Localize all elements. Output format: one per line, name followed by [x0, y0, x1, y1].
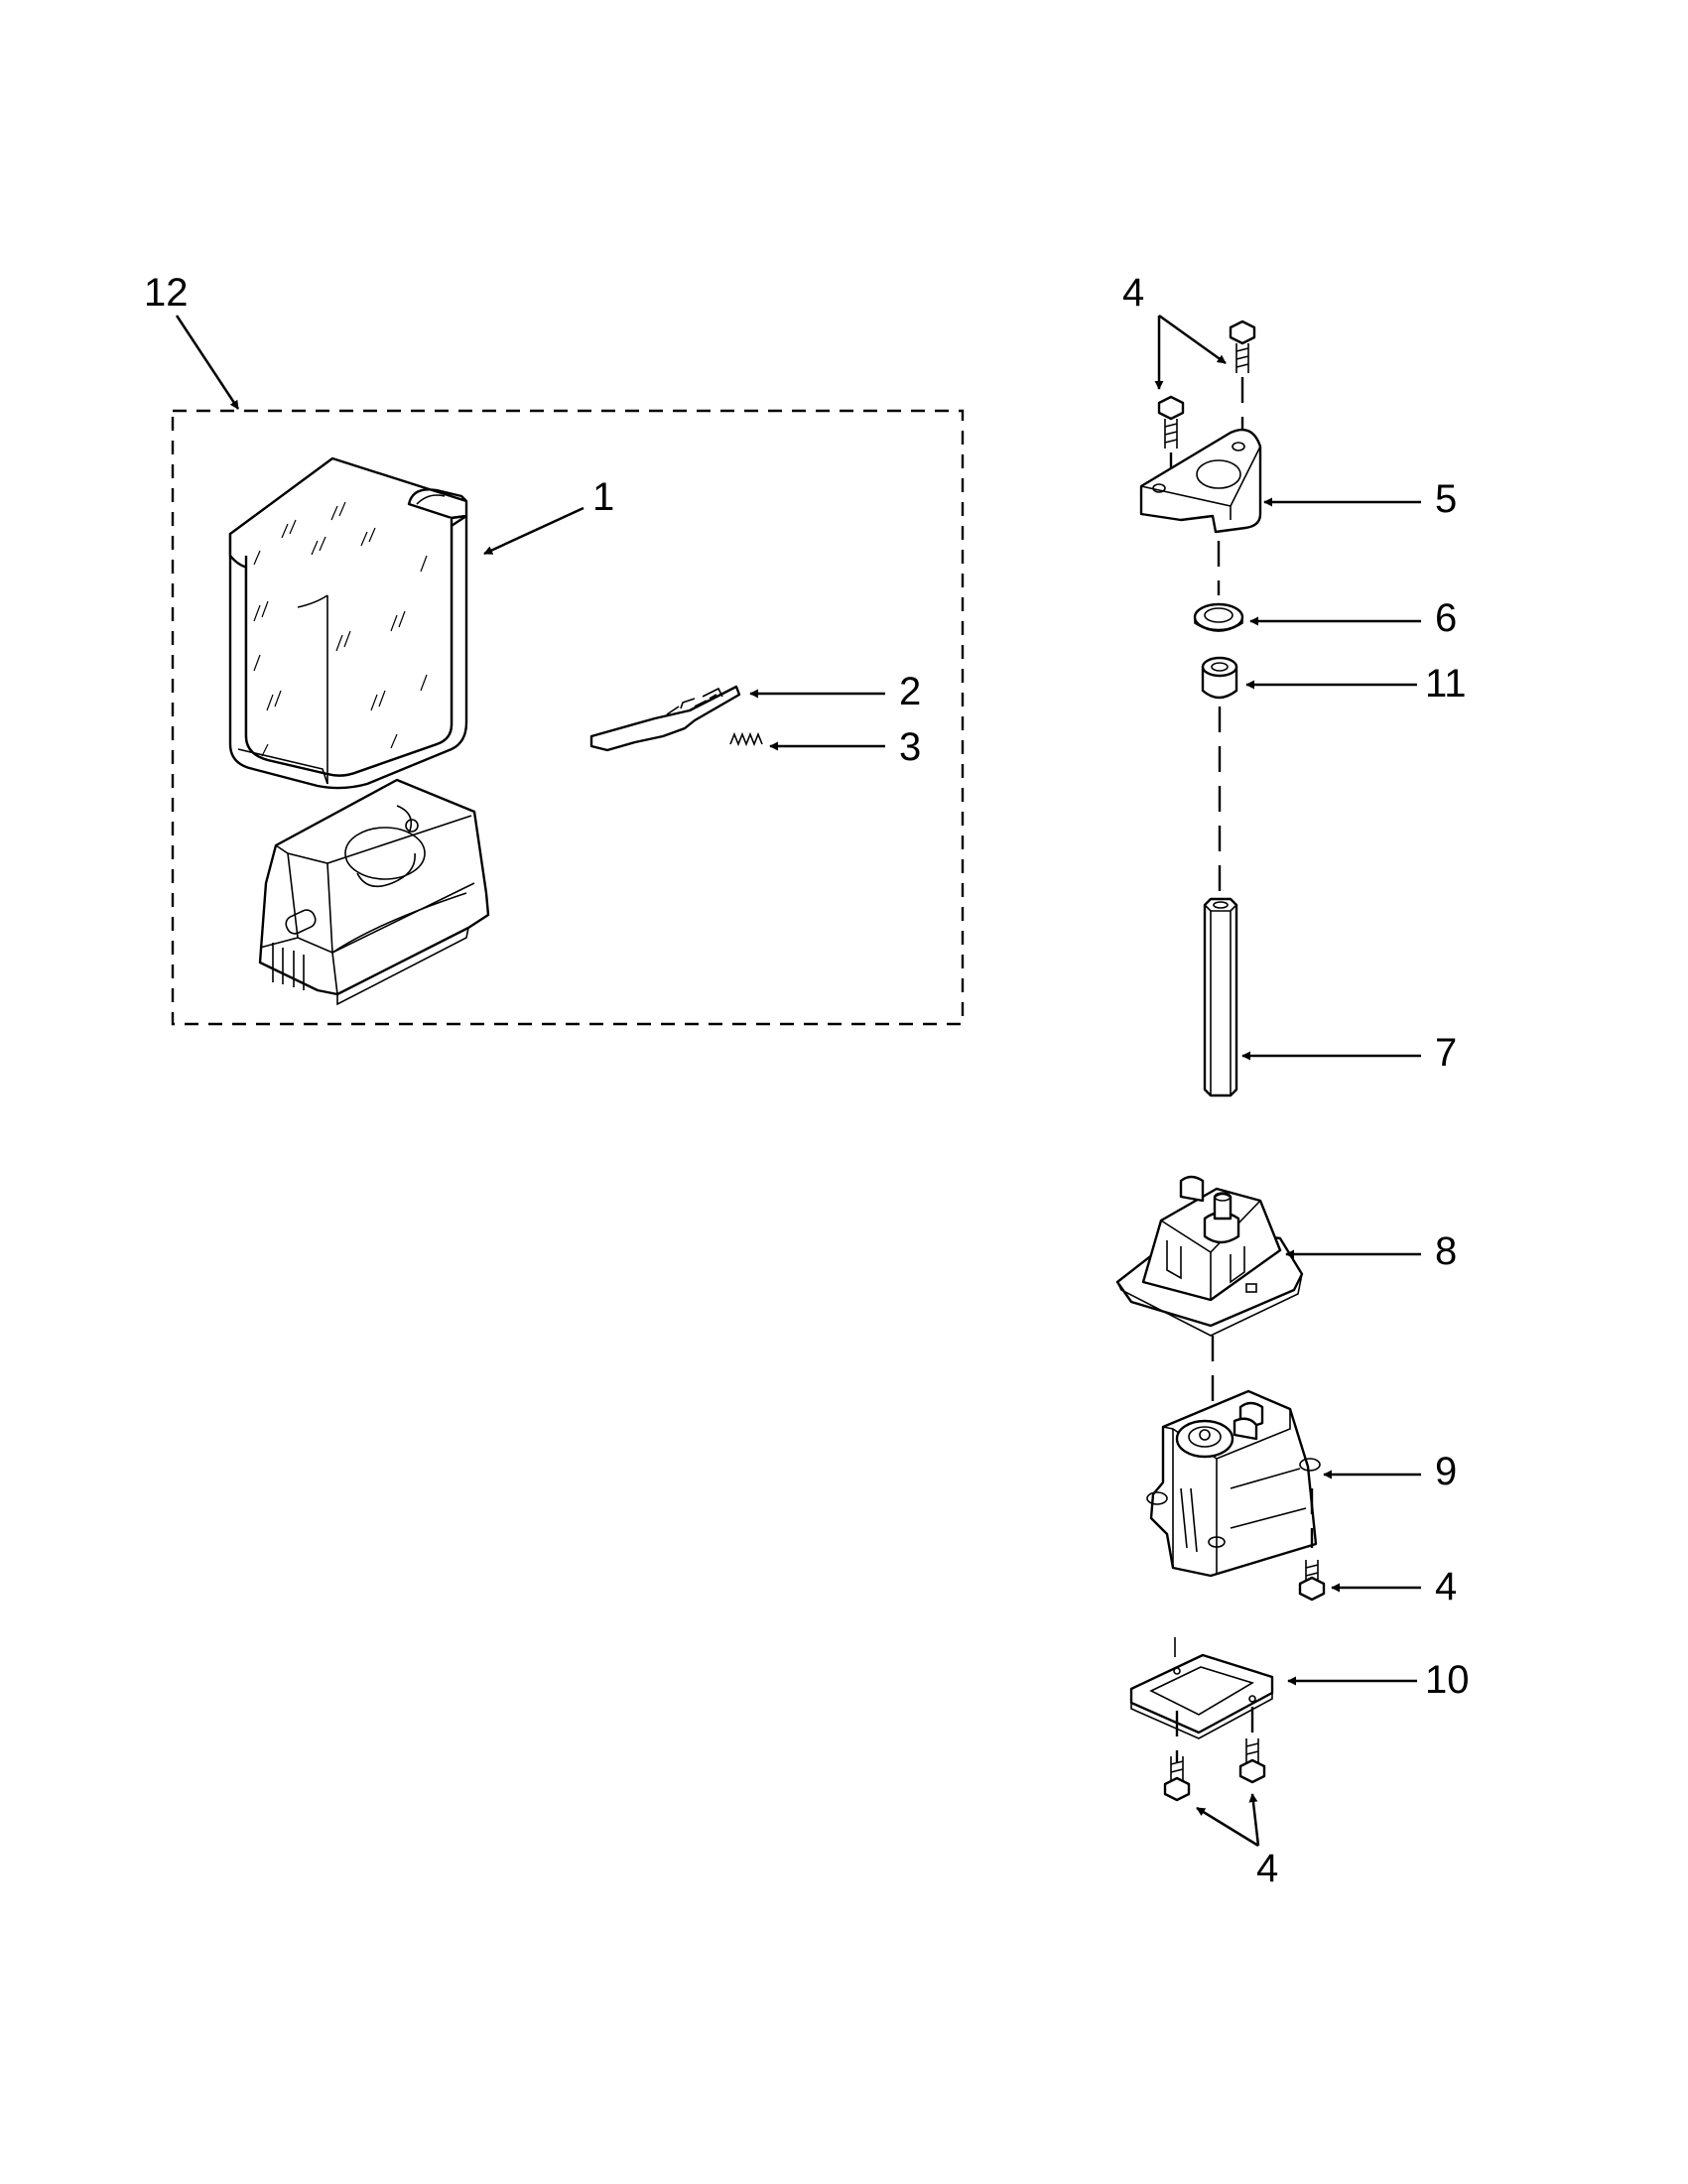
- ice-bin-part: 1: [228, 456, 614, 790]
- mid-screw-part: 4: [1298, 1488, 1457, 1608]
- callout-4-bottom: 4: [1256, 1847, 1278, 1890]
- callout-10: 10: [1425, 1658, 1470, 1702]
- callout-12: 12: [144, 271, 189, 315]
- leader-4-bottom-right: [1248, 1793, 1260, 1847]
- bottom-screws-part: 4: [1163, 1707, 1278, 1890]
- callout-8: 8: [1435, 1229, 1457, 1273]
- ice-bin-assembly-group: 12: [144, 271, 965, 1026]
- gasket-part: 10: [1129, 1637, 1470, 1739]
- callout-5: 5: [1435, 477, 1457, 521]
- auger-motor-part: 9: [1146, 1389, 1457, 1578]
- leader-4-bottom-left: [1196, 1806, 1259, 1848]
- leader-4-top-right: [1158, 314, 1227, 365]
- washer-part: 6: [1193, 596, 1457, 640]
- spring-part: 3: [729, 725, 921, 769]
- assembly-boundary-box: [171, 409, 965, 1026]
- ice-bin-base-part: [258, 778, 490, 1006]
- bin-lever-part: 2: [589, 670, 921, 752]
- callout-4-top: 4: [1122, 271, 1144, 315]
- bearing-part: 11: [1201, 656, 1467, 706]
- callout-4-mid: 4: [1435, 1565, 1457, 1608]
- callout-3: 3: [899, 725, 921, 769]
- callout-11: 11: [1425, 662, 1467, 706]
- leader-12: [175, 315, 240, 410]
- auger-bracket-part: 5: [1139, 428, 1457, 534]
- callout-1: 1: [592, 475, 614, 519]
- callout-9: 9: [1435, 1450, 1457, 1493]
- callout-6: 6: [1435, 596, 1457, 640]
- auger-shaft-part: 7: [1203, 897, 1457, 1097]
- motor-cover-part: 8: [1115, 1175, 1457, 1337]
- leader-1: [483, 506, 584, 556]
- callout-7: 7: [1435, 1031, 1457, 1075]
- callout-2: 2: [899, 670, 921, 713]
